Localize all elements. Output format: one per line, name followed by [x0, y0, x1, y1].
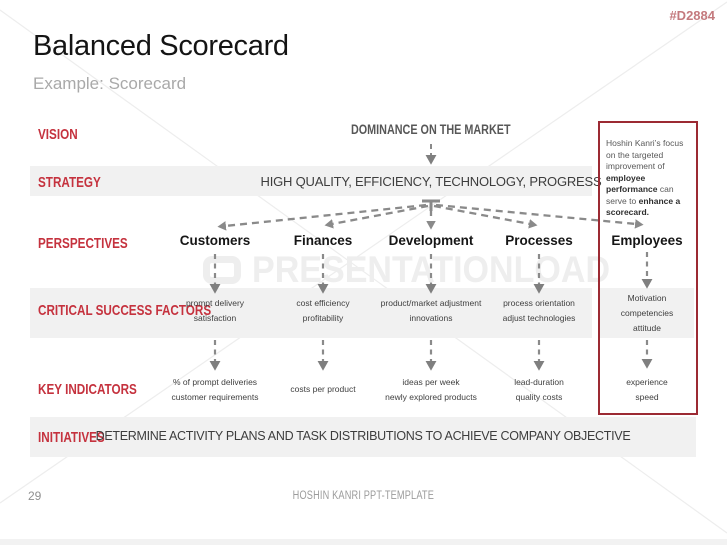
row-label-vision-text: VISION	[38, 126, 78, 143]
fan-arrow-processes	[433, 204, 538, 229]
initiatives-statement: DETERMINE ACTIVITY PLANS AND TASK DISTRI…	[95, 429, 631, 443]
watermark-text: PRESENTATIONLOAD	[252, 249, 611, 290]
row-label-vision: VISION	[38, 126, 89, 143]
fan-arrow-finances	[324, 204, 429, 229]
row-label-ki-text: KEY INDICATORS	[38, 381, 137, 398]
employees-highlight-box: Hoshin Kanri’s focus on the targeted imp…	[598, 121, 698, 415]
csf-line: process orientation	[503, 298, 575, 308]
row-label-strategy: STRATEGY	[38, 174, 119, 191]
template-code: #D2884	[669, 8, 715, 23]
csf-line: adjust technologies	[502, 313, 576, 323]
page-title: Balanced Scorecard	[33, 30, 289, 62]
row-label-perspectives-text: PERSPECTIVES	[38, 235, 128, 252]
row-label-strategy-text: STRATEGY	[38, 174, 101, 191]
page-number: 29	[28, 489, 42, 503]
page-subtitle: Example: Scorecard	[33, 74, 187, 93]
footer-text-inner: HOSHIN KANRI PPT-TEMPLATE	[292, 490, 434, 502]
vision-statement-text: DOMINANCE ON THE MARKET	[351, 122, 511, 137]
csf-block-processes: process orientation adjust technologies	[474, 296, 604, 326]
annotation-text: Hoshin Kanri’s focus on the targeted imp…	[606, 138, 688, 219]
annotation-segment-bold: employee performance	[606, 172, 658, 195]
bottom-edge-strip	[0, 539, 727, 545]
footer-text: HOSHIN KANRI PPT-TEMPLATE	[30, 490, 696, 502]
row-label-perspectives: PERSPECTIVES	[38, 235, 153, 252]
presentationload-logo-icon	[203, 256, 241, 284]
fan-arrow-customers	[217, 203, 427, 231]
annotation-segment: Hoshin Kanri’s focus on the targeted imp…	[606, 138, 684, 171]
